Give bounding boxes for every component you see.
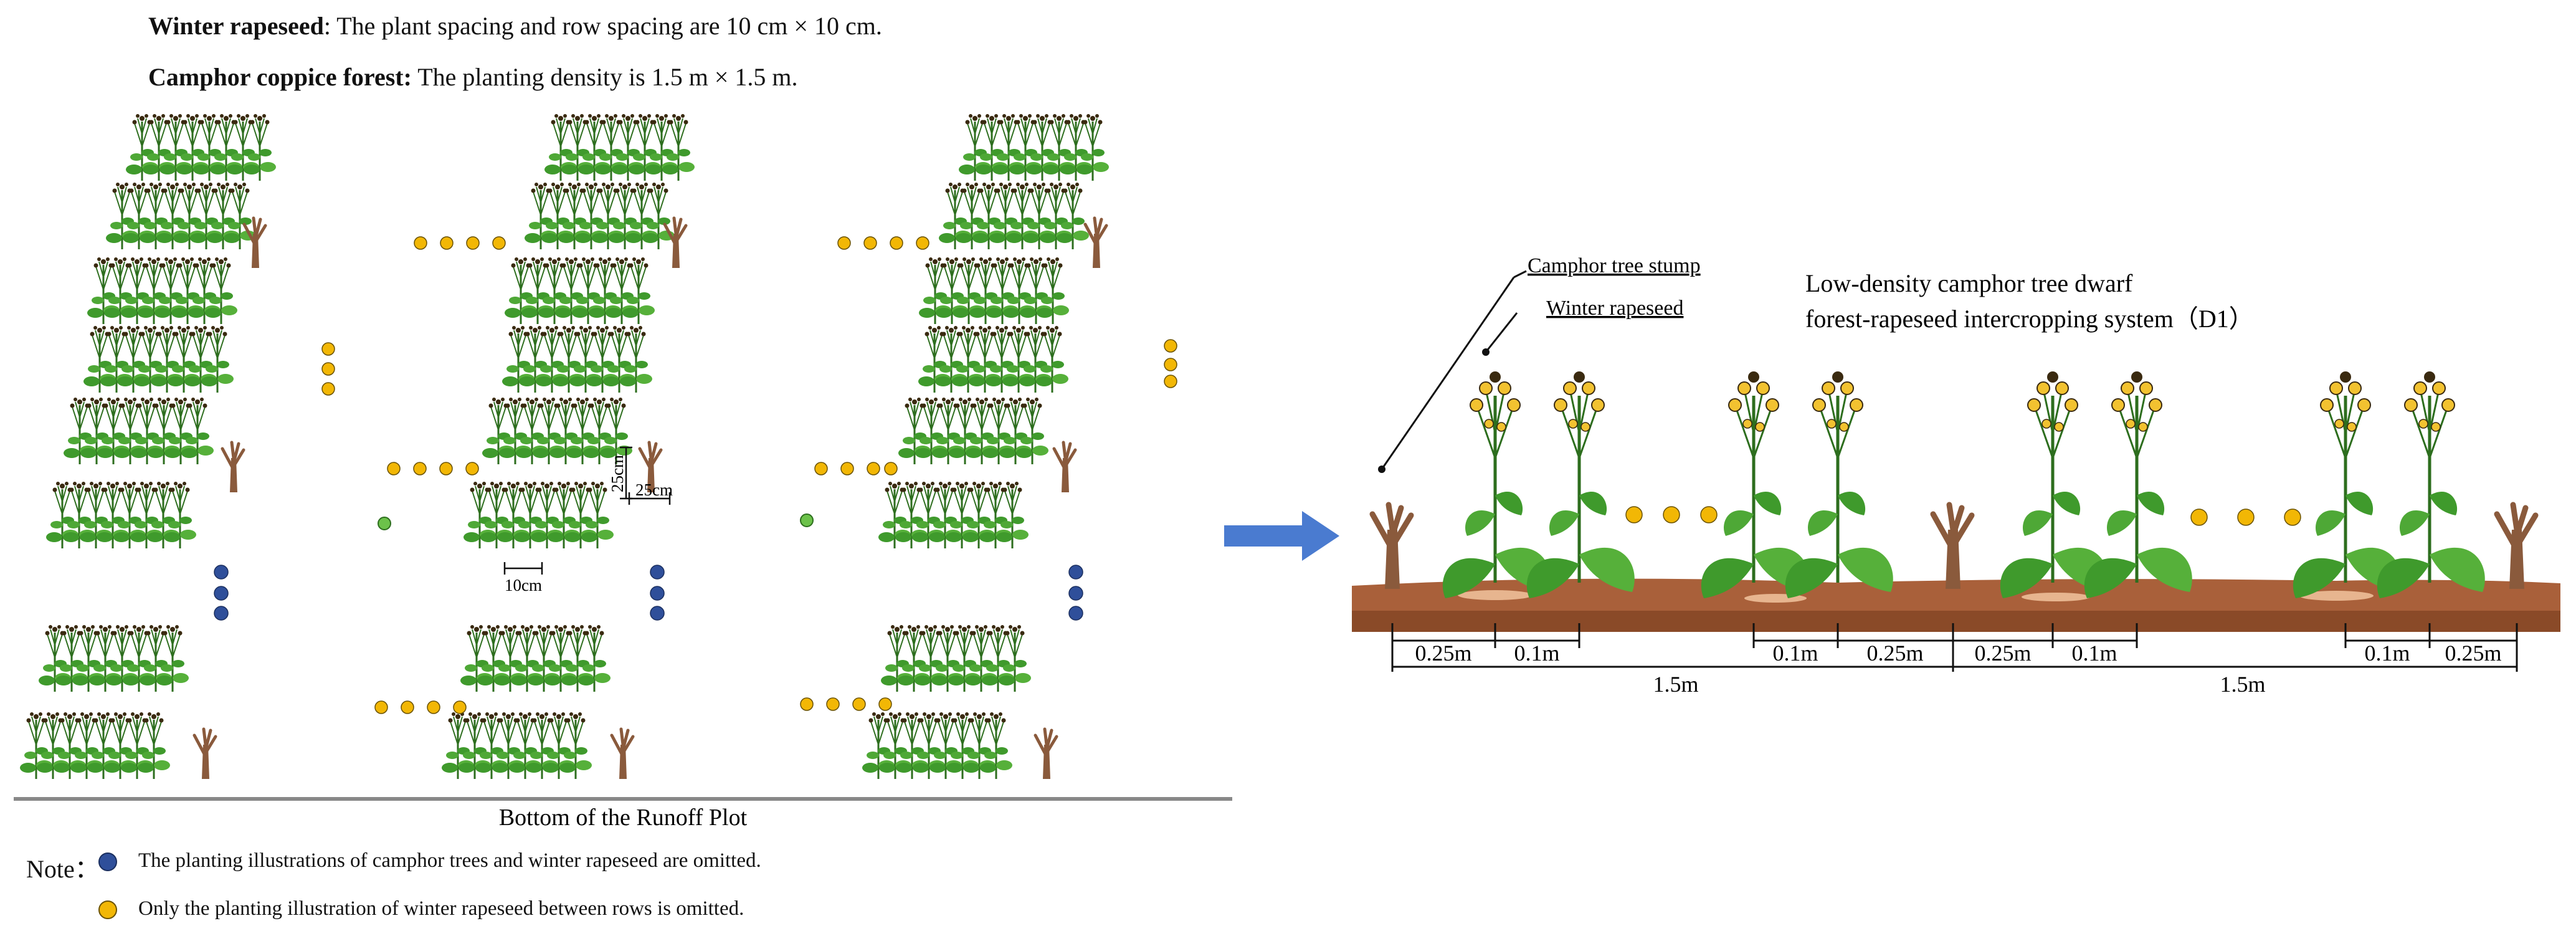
plot-block-bottom-middle (442, 625, 633, 779)
green-dots-group (378, 513, 814, 530)
dim-10cm: 10cm (505, 576, 542, 595)
dim-label: 0.25m (2445, 641, 2501, 666)
camphor-heading: Camphor coppice forest: (148, 63, 412, 91)
cross-section-diagram: Camphor tree stump Winter rapeseed Low-d… (1352, 254, 2560, 697)
camphor-density-text: The planting density is 1.5 m × 1.5 m. (411, 63, 798, 91)
dim-label: 0.25m (1866, 641, 1923, 666)
rapeseed-heading: Winter rapeseed (148, 12, 324, 40)
plot-block-middle-left (46, 326, 244, 548)
note-label: Note： (26, 855, 100, 883)
label-leader-lines (1381, 270, 1527, 470)
plot-block-top-left (87, 114, 276, 324)
blue-dots-group (214, 565, 1083, 621)
dim-label: 0.25m (1974, 641, 2031, 666)
stump-pointer-dot (1378, 466, 1385, 473)
section-title-line1: Low-density camphor tree dwarf (1805, 269, 2133, 297)
right-arrow-icon (1224, 511, 1339, 561)
plot-block-top-right (919, 114, 1109, 324)
span-label-2: 1.5m (2220, 672, 2265, 697)
dim-label: 0.1m (2364, 641, 2410, 666)
rapeseed-plant (2084, 371, 2192, 598)
yellow-dot-note-text: Only the planting illustration of winter… (138, 897, 744, 920)
rapeseed-plant (2000, 371, 2108, 598)
plot-block-bottom-left (20, 625, 216, 779)
yellow-dot-legend-icon (98, 900, 117, 919)
planting-plan-diagram: 25cm 25cm 10cm Bottom of the Runoff Plot (14, 0, 1232, 831)
dim-25cm-vertical: 25cm (608, 455, 627, 492)
rapeseed-pointer-dot (1482, 348, 1490, 356)
rapeseed-plant (2293, 371, 2401, 598)
stump-label: Camphor tree stump (1528, 254, 1701, 277)
dim-label: 0.25m (1415, 641, 1471, 666)
camphor-stump-right (2497, 505, 2536, 589)
dim-25cm-horizontal: 25cm (635, 480, 673, 499)
rapeseed-plant (1443, 371, 1551, 598)
section-dimension-lines (1391, 623, 2518, 672)
camphor-stump-left (1372, 505, 1411, 589)
camphor-density-line: Camphor coppice forest: The planting den… (148, 62, 798, 92)
span-label-1: 1.5m (1653, 672, 1698, 697)
plot-block-middle-middle (463, 326, 661, 548)
spacing-dimension-lines (503, 446, 671, 575)
rapeseed-label: Winter rapeseed (1546, 297, 1683, 320)
blue-dot-note-text: The planting illustrations of camphor tr… (138, 849, 761, 872)
camphor-stump-middle (1933, 505, 1972, 589)
rapeseed-plant (1785, 371, 1893, 598)
plot-block-middle-right (878, 326, 1075, 548)
rapeseed-spacing-line: Winter rapeseed: The plant spacing and r… (148, 11, 882, 41)
runoff-plot-bottom-label: Bottom of the Runoff Plot (499, 805, 748, 831)
section-yellow-dots (1625, 506, 2301, 526)
dim-label: 0.1m (1772, 641, 1818, 666)
blue-dot-legend-icon (98, 852, 117, 871)
dim-label: 0.1m (2071, 641, 2117, 666)
dim-label: 0.1m (1514, 641, 1559, 666)
section-dimension-labels: 0.25m 0.1m 0.1m 0.25m 0.25m 0.1m 0.1m 0.… (1415, 641, 2501, 697)
yellow-dots-group (321, 236, 1177, 714)
plot-block-top-middle (505, 114, 695, 324)
rapeseed-plant (2377, 371, 2485, 598)
section-title-line2: forest-rapeseed intercropping system（D1） (1805, 305, 2254, 333)
rapeseed-plant (1701, 371, 1809, 598)
rapeseed-spacing-text: : The plant spacing and row spacing are … (323, 12, 882, 40)
rapeseed-plant (1527, 371, 1635, 598)
